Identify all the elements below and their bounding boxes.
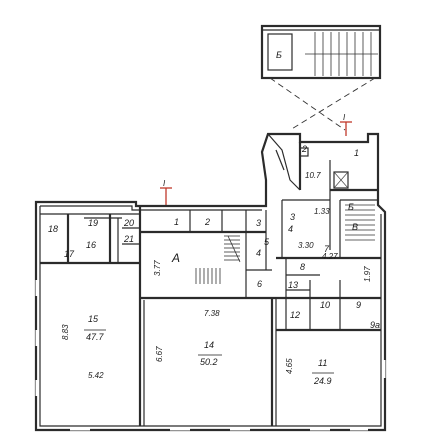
- room-2-label: 2: [204, 217, 210, 227]
- dim-197: 1.97: [363, 266, 372, 282]
- room-7-label: 7: [324, 244, 330, 254]
- room-5-label: 5: [264, 237, 270, 247]
- windows: [35, 280, 386, 431]
- section-marks: I I: [160, 113, 352, 206]
- upper-stair-block: Б: [260, 24, 382, 80]
- upper-stair-treads: [305, 32, 378, 76]
- interior-walls: [40, 133, 381, 426]
- room-3-label: 3: [256, 218, 261, 228]
- room-13-label: 13: [288, 280, 298, 290]
- room-6-label: 6: [257, 279, 262, 289]
- room-20-label: 20: [123, 218, 134, 228]
- room-21-label: 21: [123, 234, 134, 244]
- room-2-right-label: 2: [301, 144, 307, 154]
- room-9-label: 9: [356, 300, 361, 310]
- room-3-right-label: 3: [290, 212, 295, 222]
- room-18-label: 18: [48, 224, 58, 234]
- section-mark-left: I: [163, 179, 166, 188]
- room-19-label: 19: [88, 218, 98, 228]
- room-8-label: 8: [300, 262, 305, 272]
- room-1-label: 1: [174, 217, 179, 227]
- room-15-label: 15: [88, 314, 99, 324]
- room-1-right-label: 1: [354, 148, 359, 158]
- room-15-area: 47.7: [86, 332, 105, 342]
- dim-133: 1.33: [314, 207, 330, 216]
- dim-330: 3.30: [298, 241, 314, 250]
- dim-738: 7.38: [204, 309, 220, 318]
- shaft-x: [299, 147, 349, 189]
- stair-block-label: Б: [276, 50, 282, 60]
- connection-lines: [269, 77, 376, 131]
- dim-377: 3.77: [153, 260, 162, 276]
- outer-walls: [34, 132, 387, 432]
- stair-a: [195, 235, 241, 284]
- room-12-label: 12: [290, 310, 300, 320]
- room-9a-label: 9а: [370, 320, 380, 330]
- room-b-label: Б: [348, 202, 354, 212]
- room-labels: 18 16 17 19 20 21 1 2 3 4 5 6 А 15 47.7 …: [48, 144, 380, 386]
- room-10-label: 10: [320, 300, 330, 310]
- dim-667: 6.67: [155, 346, 164, 362]
- dimension-labels: 7.38 5.42 8.83 6.67 4.65 3.77 3.30 1.33 …: [61, 207, 372, 380]
- room-a-label: А: [171, 251, 180, 265]
- section-mark-right: I: [343, 113, 346, 122]
- room-14-label: 14: [204, 340, 214, 350]
- room-14-area: 50.2: [200, 357, 218, 367]
- dim-542: 5.42: [88, 371, 104, 380]
- room-11-label: 11: [318, 358, 327, 368]
- dim-427: 4.27: [322, 252, 338, 261]
- room-4-right-label: 4: [288, 224, 293, 234]
- room-17-label: 17: [64, 249, 75, 259]
- room-10-7-label: 10.7: [305, 171, 321, 180]
- room-11-area: 24.9: [313, 376, 332, 386]
- room-16-label: 16: [86, 240, 96, 250]
- stair-b: [345, 204, 375, 241]
- dim-883: 8.83: [61, 324, 70, 340]
- room-v-label: В: [352, 222, 358, 232]
- room-4-label: 4: [256, 248, 261, 258]
- dim-465: 4.65: [285, 358, 294, 374]
